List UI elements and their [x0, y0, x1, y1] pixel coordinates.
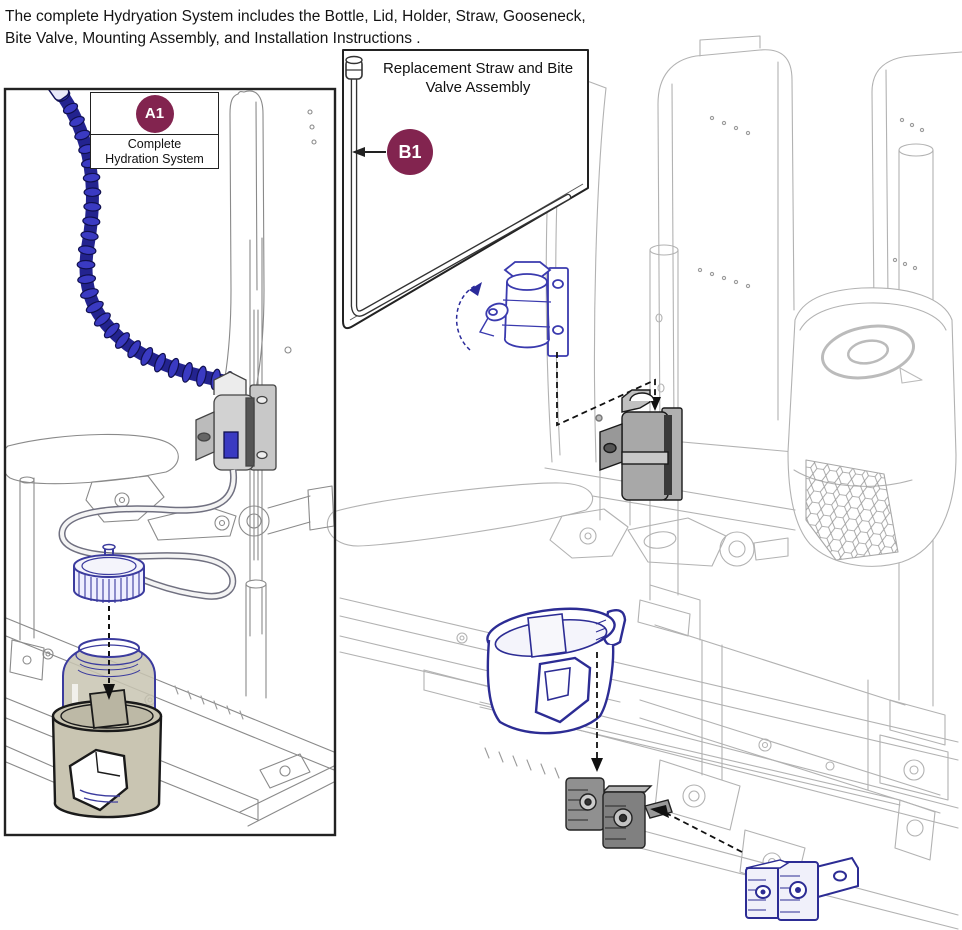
- a1-label-line-2: Hydration System: [105, 151, 204, 166]
- bottle-holder: [51, 689, 163, 819]
- power-shroud: [787, 287, 957, 567]
- b1-pointer-arrow: [352, 147, 386, 157]
- bite-valve-icon: [345, 55, 363, 80]
- rotation-arrow: [456, 282, 482, 351]
- b1-callout-box: [342, 49, 589, 330]
- bottle-lid: [73, 543, 145, 603]
- b1-callout-badge: B1: [387, 129, 433, 175]
- bite-valve-icon: [45, 90, 70, 102]
- intro-line-1: The complete Hydryation System includes …: [5, 8, 586, 25]
- post-clamp: [595, 389, 683, 501]
- a1-callout-header: A1: [91, 93, 218, 135]
- a1-callout-box: A1 Complete Hydration System: [90, 92, 219, 169]
- gooseneck-clamp: [195, 371, 277, 471]
- base-rails: [339, 597, 959, 829]
- straw-assembly: [345, 55, 572, 317]
- a1-callout-label: Complete Hydration System: [91, 135, 218, 168]
- intro-text: The complete Hydryation System includes …: [5, 6, 705, 50]
- install-arrow-lid: [103, 606, 115, 700]
- cup-holder: [486, 607, 627, 735]
- base-frame: [639, 584, 959, 930]
- install-arrow-cup-holder: [591, 652, 603, 772]
- honeycomb-grille: [805, 459, 899, 561]
- a1-callout-badge: A1: [135, 94, 174, 133]
- a1-label-line-1: Complete: [127, 136, 182, 151]
- backrest-holes: [697, 115, 925, 289]
- rail-clamps: [565, 777, 673, 849]
- mounting-assembly: [745, 856, 859, 921]
- install-arrow-mounting: [650, 805, 743, 853]
- q-logo-icon: [820, 324, 923, 384]
- armrest-mid: [326, 482, 789, 567]
- wheelchair-line-art-right: [326, 35, 962, 930]
- b1-callout-label: Replacement Straw and Bite Valve Assembl…: [382, 60, 574, 96]
- a1-panel-border: [3, 87, 337, 837]
- swing-clamp: [456, 261, 569, 357]
- intro-line-2: Bite Valve, Mounting Assembly, and Insta…: [5, 30, 421, 47]
